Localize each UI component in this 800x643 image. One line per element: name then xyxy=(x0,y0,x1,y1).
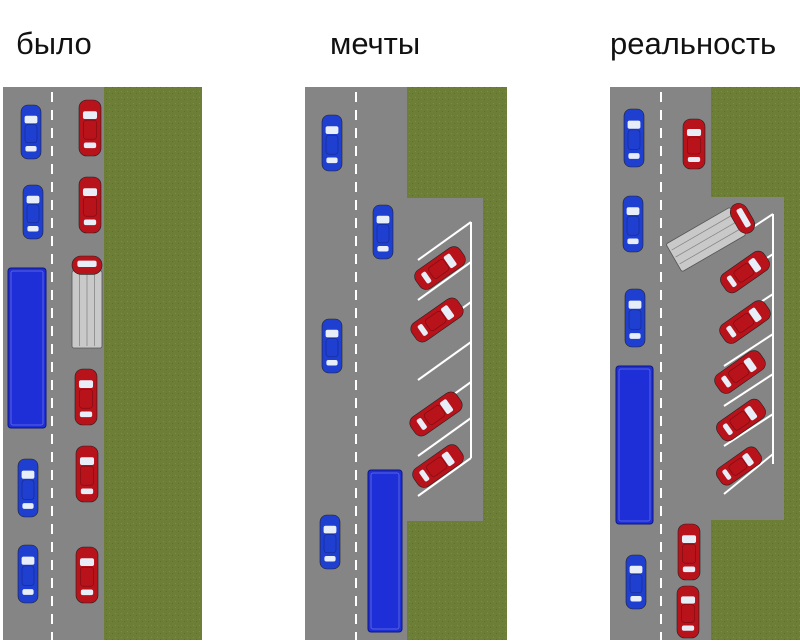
blue-car xyxy=(624,288,646,348)
panel-title-dreams: мечты xyxy=(330,26,421,61)
vehicles xyxy=(7,99,771,639)
red-car xyxy=(676,585,700,639)
red-car xyxy=(75,445,99,503)
blue-car xyxy=(321,114,343,172)
blue-car xyxy=(321,318,343,374)
red-car xyxy=(720,250,770,294)
red-car xyxy=(677,523,701,581)
panel-title-reality: реальность xyxy=(610,26,777,61)
blue-car xyxy=(17,544,39,604)
red-car xyxy=(78,176,102,234)
red-car xyxy=(74,368,98,426)
red-car xyxy=(409,391,463,437)
red-car xyxy=(414,246,466,290)
blue-car xyxy=(623,108,645,168)
blue-car xyxy=(622,195,644,253)
blue-bus xyxy=(367,469,403,633)
red-car xyxy=(682,118,706,170)
red-car xyxy=(412,444,464,488)
blue-car xyxy=(625,554,647,610)
blue-bus xyxy=(7,267,47,429)
red-van xyxy=(666,203,755,272)
red-van xyxy=(71,255,103,349)
blue-car xyxy=(17,458,39,518)
blue-car xyxy=(319,514,341,570)
grass-before xyxy=(104,87,202,640)
red-car xyxy=(714,350,766,394)
red-car xyxy=(78,99,102,157)
red-car xyxy=(716,398,766,442)
red-car xyxy=(75,546,99,604)
blue-car xyxy=(372,204,394,260)
blue-car xyxy=(22,184,44,240)
red-car xyxy=(719,300,771,344)
red-car xyxy=(410,297,464,343)
blue-bus xyxy=(615,365,654,525)
red-car xyxy=(716,446,762,486)
panel-title-before: было xyxy=(16,26,92,61)
blue-car xyxy=(20,104,42,160)
